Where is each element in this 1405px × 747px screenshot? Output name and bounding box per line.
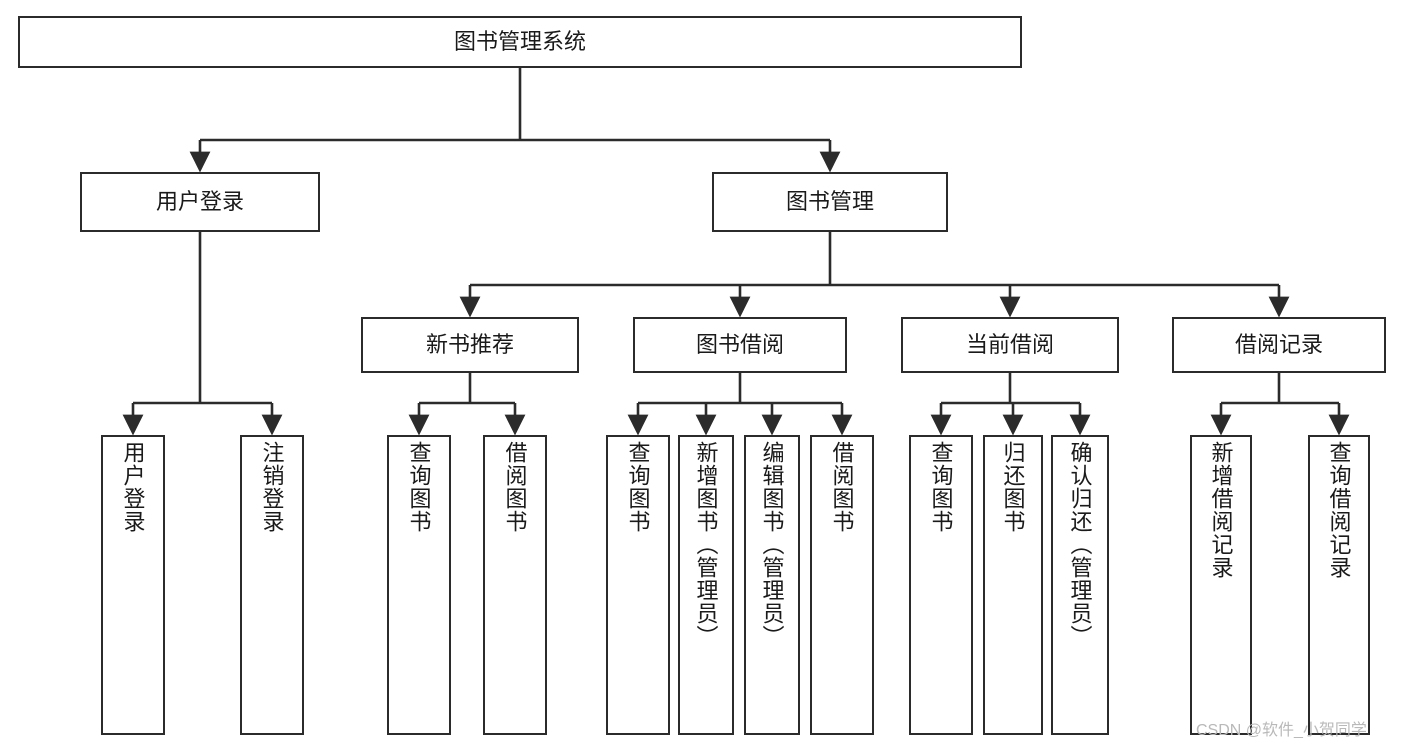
node-label: 确认归还（管理员）	[1067, 441, 1093, 648]
node-leaf-add-book[interactable]: 新增图书（管理员）	[678, 435, 734, 735]
node-label: 查询借阅记录	[1326, 441, 1352, 579]
node-leaf-borrow-book-1[interactable]: 借阅图书	[483, 435, 547, 735]
node-book-borrow[interactable]: 图书借阅	[633, 317, 847, 373]
node-root[interactable]: 图书管理系统	[18, 16, 1022, 68]
node-leaf-query-book-1[interactable]: 查询图书	[387, 435, 451, 735]
node-label: 注销登录	[259, 441, 285, 533]
node-label: 当前借阅	[965, 332, 1054, 358]
node-label: 借阅图书	[829, 441, 855, 533]
node-label: 归还图书	[1000, 441, 1026, 533]
node-label: 借阅图书	[502, 441, 528, 533]
node-leaf-add-borrow-record[interactable]: 新增借阅记录	[1190, 435, 1252, 735]
node-leaf-user-login[interactable]: 用户登录	[101, 435, 165, 735]
node-label: 查询图书	[406, 441, 432, 533]
node-label: 新增图书（管理员）	[693, 441, 719, 648]
node-label: 用户登录	[155, 189, 244, 215]
node-leaf-query-book-2[interactable]: 查询图书	[606, 435, 670, 735]
node-leaf-confirm-return[interactable]: 确认归还（管理员）	[1051, 435, 1109, 735]
node-label: 新书推荐	[425, 332, 514, 358]
node-label: 图书管理	[785, 189, 874, 215]
node-leaf-return-book[interactable]: 归还图书	[983, 435, 1043, 735]
node-leaf-logout[interactable]: 注销登录	[240, 435, 304, 735]
node-leaf-edit-book[interactable]: 编辑图书（管理员）	[744, 435, 800, 735]
node-label: 图书管理系统	[453, 29, 586, 55]
node-leaf-query-book-3[interactable]: 查询图书	[909, 435, 973, 735]
node-label: 编辑图书（管理员）	[759, 441, 785, 648]
node-leaf-query-borrow-record[interactable]: 查询借阅记录	[1308, 435, 1370, 735]
node-label: 查询图书	[625, 441, 651, 533]
node-current-borrow[interactable]: 当前借阅	[901, 317, 1119, 373]
node-user-login[interactable]: 用户登录	[80, 172, 320, 232]
node-book-manage[interactable]: 图书管理	[712, 172, 948, 232]
node-borrow-record[interactable]: 借阅记录	[1172, 317, 1386, 373]
node-new-book-recommend[interactable]: 新书推荐	[361, 317, 579, 373]
node-label: 图书借阅	[695, 332, 784, 358]
node-label: 新增借阅记录	[1208, 441, 1234, 579]
node-leaf-borrow-book-2[interactable]: 借阅图书	[810, 435, 874, 735]
node-label: 用户登录	[120, 441, 146, 533]
node-label: 查询图书	[928, 441, 954, 533]
node-label: 借阅记录	[1234, 332, 1323, 358]
